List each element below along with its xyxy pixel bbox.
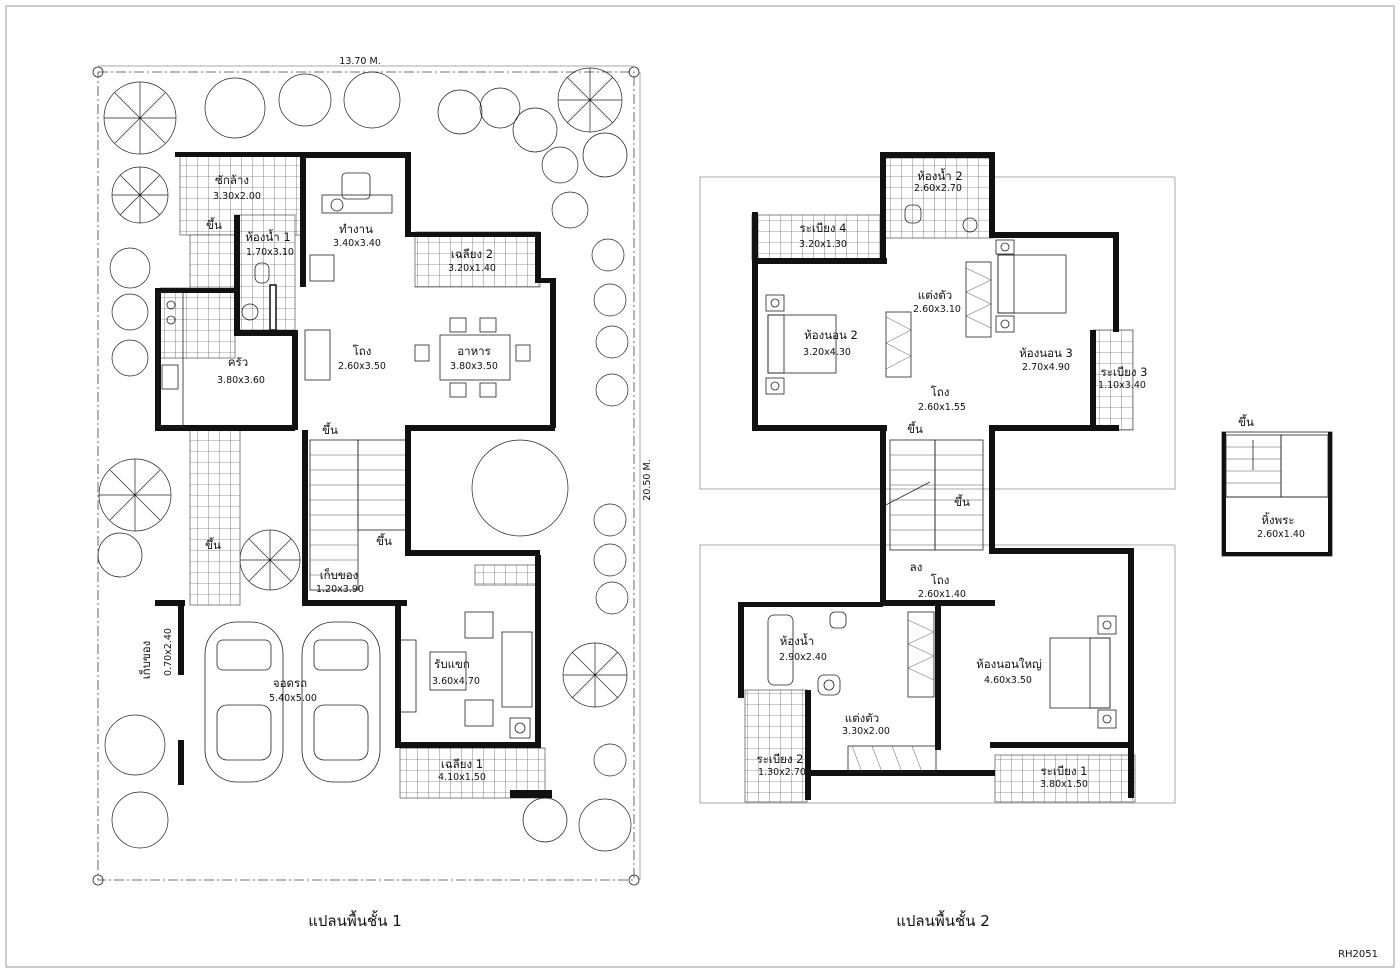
bedroom-3-label: ห้องนอน 3 bbox=[1019, 346, 1073, 360]
stair-up-label: ขึ้น bbox=[376, 533, 392, 548]
storage-size: 1.20x3.90 bbox=[316, 584, 364, 595]
stair-down-label: ลง bbox=[910, 560, 923, 574]
bath-2-size: 2.60x2.70 bbox=[914, 183, 962, 194]
terrace-2-label: เฉลียง 2 bbox=[451, 247, 493, 261]
site-width-dimension: 13.70 M. bbox=[339, 56, 380, 67]
hall-2a-label: โถง bbox=[931, 385, 950, 399]
kitchen-size: 3.80x3.60 bbox=[217, 375, 265, 386]
dressing-2-size: 3.30x2.00 bbox=[842, 726, 890, 737]
laundry-label: ซักล้าง bbox=[215, 173, 249, 187]
terrace-1-size: 4.10x1.50 bbox=[438, 772, 486, 783]
bath-1-label: ห้องน้ำ 1 bbox=[245, 229, 290, 244]
master-bedroom-label: ห้องนอนใหญ่ bbox=[976, 657, 1042, 671]
dressing-1-size: 2.60x3.10 bbox=[913, 304, 961, 315]
stair-up-label: ขึ้น bbox=[954, 494, 970, 509]
storage-label: เก็บของ bbox=[320, 567, 359, 582]
floor-2-furniture bbox=[765, 204, 1117, 773]
stair-up-label: ขึ้น bbox=[907, 421, 923, 436]
balcony-2-label: ระเบียง 2 bbox=[757, 752, 804, 766]
balcony-2-size: 1.30x2.70 bbox=[758, 767, 806, 778]
kitchen-label: ครัว bbox=[228, 355, 248, 369]
floor-1-plan: ซักล้าง 3.30x2.00 ทำงาน 3.40x3.40 ห้องน้… bbox=[92, 56, 653, 930]
shrine-plan: ขึ้น หิ้งพระ 2.60x1.40 bbox=[1221, 414, 1333, 557]
floor-2-stair bbox=[879, 439, 984, 551]
terrace-1-label: เฉลียง 1 bbox=[441, 757, 483, 771]
floor-1-furniture bbox=[157, 172, 533, 783]
hall-1-label: โถง bbox=[353, 344, 372, 358]
balcony-4-size: 3.20x1.30 bbox=[799, 239, 847, 250]
balcony-3-size: 1.10x3.40 bbox=[1098, 380, 1146, 391]
stair-up-label: ขึ้น bbox=[206, 217, 222, 232]
hall-2b-size: 2.60x1.40 bbox=[918, 589, 966, 600]
landscape-trees bbox=[97, 67, 632, 852]
shrine-stair-label: ขึ้น bbox=[1238, 414, 1254, 429]
living-size: 3.60x4.70 bbox=[432, 676, 480, 687]
hall-2b-label: โถง bbox=[931, 573, 950, 587]
storage-2-label: เก็บของ bbox=[138, 641, 153, 680]
sheet-border bbox=[5, 5, 1395, 968]
bath-1-size: 1.70x3.10 bbox=[246, 247, 294, 258]
master-bedroom-size: 4.60x3.50 bbox=[984, 675, 1032, 686]
balcony-1-label: ระเบียง 1 bbox=[1041, 764, 1088, 778]
shrine-label: หิ้งพระ bbox=[1261, 512, 1294, 527]
balcony-3-label: ระเบียง 3 bbox=[1101, 365, 1148, 379]
bedroom-2-label: ห้องนอน 2 bbox=[804, 328, 858, 342]
living-label: รับแขก bbox=[434, 657, 470, 671]
dining-size: 3.80x3.50 bbox=[450, 361, 498, 372]
floor-2-title: แปลนพื้นชั้น 2 bbox=[896, 910, 990, 930]
storage-2-size: 0.70x2.40 bbox=[163, 628, 174, 676]
laundry-size: 3.30x2.00 bbox=[213, 191, 261, 202]
dressing-2-label: แต่งตัว bbox=[845, 711, 879, 725]
bedroom-2-size: 3.20x4.30 bbox=[803, 347, 851, 358]
dining-label: อาหาร bbox=[457, 344, 491, 358]
hall-2a-size: 2.60x1.55 bbox=[918, 402, 966, 413]
shrine-size: 2.60x1.40 bbox=[1257, 529, 1305, 540]
stair-up-label: ขึ้น bbox=[322, 422, 338, 437]
master-bath-size: 2.90x2.40 bbox=[779, 652, 827, 663]
carport-label: จอดรถ bbox=[273, 676, 307, 690]
bath-2-label: ห้องน้ำ 2 bbox=[917, 168, 962, 183]
site-boundary bbox=[97, 71, 635, 881]
balcony-4-label: ระเบียง 4 bbox=[800, 221, 847, 235]
study-label: ทำงาน bbox=[339, 222, 373, 236]
stair-up-label: ขึ้น bbox=[205, 537, 221, 552]
floor-2-plan: ห้องน้ำ 2 2.60x2.70 ระเบียง 4 3.20x1.30 … bbox=[699, 152, 1176, 930]
carport-size: 5.40x5.00 bbox=[269, 693, 317, 704]
site-depth-dimension: 20.50 M. bbox=[642, 459, 653, 500]
balcony-1-size: 3.80x1.50 bbox=[1040, 779, 1088, 790]
floor-1-title: แปลนพื้นชั้น 1 bbox=[308, 910, 402, 930]
terrace-2-size: 3.20x1.40 bbox=[448, 263, 496, 274]
bedroom-3-size: 2.70x4.90 bbox=[1022, 362, 1070, 373]
study-size: 3.40x3.40 bbox=[333, 238, 381, 249]
sheet-code: RH2051 bbox=[1338, 949, 1378, 960]
dressing-1-label: แต่งตัว bbox=[918, 288, 952, 302]
master-bath-label: ห้องน้ำ bbox=[780, 633, 814, 648]
hall-1-size: 2.60x3.50 bbox=[338, 361, 386, 372]
